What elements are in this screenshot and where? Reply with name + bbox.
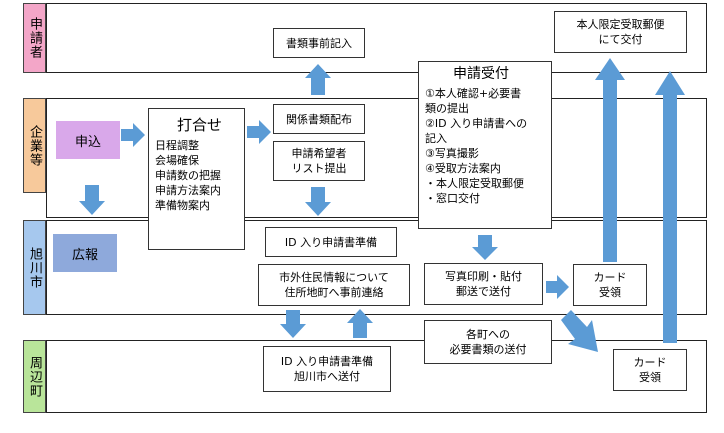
arrow-list-to-idprep (305, 187, 331, 216)
arrow-docs-to-town-card (561, 310, 598, 352)
outside-resident-info-line-1: 市外住民情報について (279, 271, 389, 284)
arrow-meeting-to-docs (247, 120, 271, 144)
reception-item-7: ・本人限定受取郵便 (425, 177, 524, 190)
applicant-list-line-2: リスト提出 (291, 162, 347, 175)
outside-resident-info-line-2: 住所地町へ事前連絡 (284, 286, 384, 299)
send-documents-line-1: 各町への (466, 328, 510, 341)
meeting-item-4: 申請方法案内 (155, 184, 221, 197)
reception-item-5: ③写真撮影 (425, 147, 479, 160)
distribute-documents-label: 関係書類配布 (286, 112, 352, 126)
restricted-delivery-line-2: にて交付 (598, 33, 643, 46)
restricted-delivery-box: 本人限定受取郵便 にて交付 (554, 11, 687, 53)
id-form-town-line-1: ID 入り申請書準備 (280, 355, 374, 368)
meeting-item-5: 準備物案内 (155, 199, 210, 212)
reception-item-3: ②ID 入り申請書への (425, 117, 528, 130)
photo-print-line-1: 写真印刷・貼付 (445, 270, 522, 283)
meeting-item-3: 申請数の把握 (155, 169, 221, 182)
reception-item-2: 類の提出 (425, 102, 469, 115)
card-receipt-asahikawa-line-2: 受領 (599, 286, 621, 299)
prefill-documents-label: 書類事前記入 (286, 36, 352, 50)
lane-label-asahikawa: 旭川市 (23, 220, 46, 315)
lane-label-town: 周辺町 (23, 340, 46, 413)
id-form-town-line-2: 旭川市へ送付 (294, 370, 360, 383)
card-receipt-town-line-1: カード (633, 356, 667, 369)
applicant-list-line-1: 申請希望者 (291, 147, 347, 160)
arrow-apply-to-meeting (121, 123, 145, 147)
restricted-delivery-line-1: 本人限定受取郵便 (576, 18, 665, 31)
arrow-docs-to-prefill (305, 64, 331, 95)
reception-item-1: ①本人確認+必要書 (425, 87, 522, 100)
arrow-print-to-card (546, 275, 569, 299)
id-form-prep-label: ID 入り申請書準備 (284, 235, 378, 249)
reception-box: 申請受付 ①本人確認+必要書 類の提出 ②ID 入り申請書への 記入 ③写真撮影… (418, 61, 552, 229)
pr-box: 広報 (53, 234, 117, 272)
arrow-card-to-delivery-1 (595, 58, 625, 262)
card-receipt-town-line-2: 受領 (639, 371, 661, 384)
card-receipt-asahikawa-line-1: カード (593, 271, 627, 284)
arrow-info-to-town (280, 310, 306, 338)
meeting-item-1: 日程調整 (155, 139, 199, 152)
photo-print-box: 写真印刷・貼付 郵送で送付 (424, 263, 543, 305)
id-form-town-box: ID 入り申請書準備 旭川市へ送付 (263, 346, 391, 392)
reception-item-4: 記入 (425, 132, 447, 145)
send-documents-box: 各町への 必要書類の送付 (424, 320, 552, 364)
meeting-box: 打合せ 日程調整 会場確保 申請数の把握 申請方法案内 準備物案内 (148, 108, 245, 250)
id-form-prep-box: ID 入り申請書準備 (265, 227, 397, 257)
meeting-item-2: 会場確保 (155, 154, 199, 167)
pr-label: 広報 (71, 247, 98, 263)
prefill-documents-box: 書類事前記入 (273, 28, 365, 58)
apply-box: 申込 (56, 121, 120, 159)
apply-label: 申込 (74, 134, 101, 150)
reception-item-6: ④受取方法案内 (425, 162, 501, 175)
arrow-town-to-info (347, 309, 373, 338)
arrow-apply-to-pr (79, 185, 105, 215)
meeting-title: 打合せ (177, 116, 223, 134)
reception-title: 申請受付 (453, 66, 509, 82)
applicant-list-box: 申請希望者 リスト提出 (273, 141, 365, 181)
lane-label-applicant: 申請者 (23, 3, 46, 73)
outside-resident-info-box: 市外住民情報について 住所地町へ事前連絡 (258, 264, 410, 306)
send-documents-line-2: 必要書類の送付 (449, 343, 527, 356)
arrow-card-to-delivery-2 (655, 71, 685, 343)
card-receipt-asahikawa-box: カード 受領 (573, 264, 647, 306)
lane-label-company: 企業等 (23, 98, 46, 193)
reception-item-8: ・窓口交付 (425, 192, 480, 205)
card-receipt-town-box: カード 受領 (613, 349, 687, 391)
distribute-documents-box: 関係書類配布 (273, 104, 365, 134)
arrow-reception-to-print (472, 235, 498, 260)
photo-print-line-2: 郵送で送付 (456, 285, 511, 298)
